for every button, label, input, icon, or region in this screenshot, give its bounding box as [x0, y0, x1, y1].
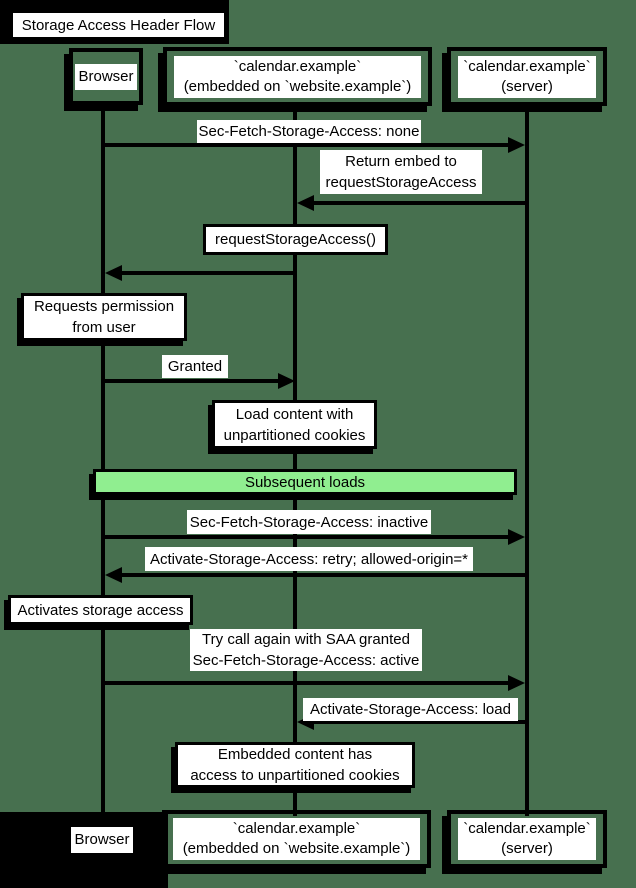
actor-browser-top-label: Browser [78, 67, 134, 85]
note-activates-storage-access: Activates storage access [8, 595, 193, 625]
actor-server-bottom-label-chip: `calendar.example` (server) [458, 818, 596, 860]
message-label-m7: Try call again with SAA granted Sec-Fetc… [190, 629, 422, 671]
arrowhead-right-icon [508, 675, 525, 691]
arrowhead-left-icon [105, 265, 122, 281]
actor-browser-bottom-label-chip: Browser [71, 827, 133, 853]
message-label-m7-line2: Sec-Fetch-Storage-Access: active [192, 652, 420, 669]
lifeline-server [525, 104, 529, 816]
note-requests-permission-line2: from user [72, 319, 136, 336]
arrowhead-left-icon [297, 195, 314, 211]
message-line-m5 [105, 535, 509, 539]
note-embedded-content-access-line2: access to unpartitioned cookies [190, 767, 400, 784]
note-requests-permission: Requests permission from user [21, 293, 187, 341]
lifeline-embedded [293, 104, 297, 816]
actor-server-top-label-line2: (server) [501, 77, 553, 95]
message-line-m8 [313, 720, 525, 724]
message-line-m7 [105, 681, 509, 685]
actor-browser-top: Browser [69, 48, 143, 105]
actor-server-top-label-chip: `calendar.example` (server) [458, 55, 596, 98]
message-label-m5-text: Sec-Fetch-Storage-Access: inactive [189, 513, 429, 531]
actor-browser-bottom: Browser [65, 812, 139, 868]
note-load-content-line2: unpartitioned cookies [223, 426, 366, 444]
actor-browser-bottom-label: Browser [74, 831, 130, 848]
note-load-content: Load content with unpartitioned cookies [212, 400, 377, 449]
actor-server-top: `calendar.example` (server) [447, 47, 607, 106]
message-label-m6: Activate-Storage-Access: retry; allowed-… [145, 547, 473, 571]
actor-embedded-bottom: `calendar.example` (embedded on `website… [162, 810, 431, 868]
note-embedded-content-access: Embedded content has access to unpartiti… [175, 742, 415, 788]
message-label-m2-line2: requestStorageAccess [325, 174, 477, 191]
actor-embedded-top-label-line2: (embedded on `website.example`) [183, 77, 412, 95]
message-label-m5: Sec-Fetch-Storage-Access: inactive [187, 510, 431, 534]
actor-browser-top-label-chip: Browser [75, 63, 137, 90]
message-line-m1 [105, 143, 509, 147]
message-label-m4: Granted [162, 355, 228, 378]
actor-embedded-bottom-label-line1: `calendar.example` [232, 820, 361, 837]
actor-server-bottom-label-line2: (server) [501, 840, 553, 857]
message-label-m6-text: Activate-Storage-Access: retry; allowed-… [149, 550, 469, 568]
message-line-m6 [121, 573, 525, 577]
diagram-title-text: Storage Access Header Flow [21, 16, 216, 34]
subsequent-loads-band: Subsequent loads [93, 469, 517, 495]
subsequent-loads-band-label: Subsequent loads [244, 473, 366, 491]
actor-server-bottom-label-line1: `calendar.example` [463, 820, 591, 837]
note-load-content-line1: Load content with [235, 405, 354, 423]
message-label-m8-text: Activate-Storage-Access: load [310, 701, 511, 718]
message-line-m2 [313, 201, 525, 205]
actor-embedded-bottom-label-line2: (embedded on `website.example`) [182, 840, 411, 857]
message-label-m1: Sec-Fetch-Storage-Access: none [197, 120, 421, 143]
actor-embedded-top-label-chip: `calendar.example` (embedded on `website… [174, 55, 421, 98]
message-line-m3 [121, 271, 295, 275]
arrowhead-right-icon [508, 137, 525, 153]
actor-embedded-top-label-line1: `calendar.example` [233, 57, 362, 75]
actor-server-top-label-line1: `calendar.example` [463, 57, 591, 75]
message-line-m4 [105, 379, 279, 383]
message-label-m8: Activate-Storage-Access: load [303, 698, 518, 721]
arrowhead-right-icon [508, 529, 525, 545]
lifeline-browser [101, 104, 105, 816]
note-embedded-content-access-line1: Embedded content has [217, 746, 373, 763]
message-label-m3: requestStorageAccess() [203, 224, 388, 255]
message-label-m4-text: Granted [167, 358, 223, 375]
arrowhead-right-icon [278, 373, 295, 389]
message-label-m1-text: Sec-Fetch-Storage-Access: none [198, 123, 420, 140]
actor-embedded-top: `calendar.example` (embedded on `website… [163, 47, 432, 106]
actor-server-bottom: `calendar.example` (server) [447, 810, 607, 868]
diagram-title: Storage Access Header Flow [10, 10, 227, 40]
message-label-m2-line1: Return embed to [345, 153, 457, 170]
note-activates-storage-access-text: Activates storage access [17, 601, 184, 619]
message-label-m3-text: requestStorageAccess() [215, 231, 376, 248]
arrowhead-left-icon [105, 567, 122, 583]
message-label-m7-line1: Try call again with SAA granted [202, 631, 410, 648]
note-requests-permission-line1: Requests permission [33, 298, 175, 315]
message-label-m2: Return embed to requestStorageAccess [320, 150, 482, 194]
actor-embedded-bottom-label-chip: `calendar.example` (embedded on `website… [173, 818, 420, 860]
